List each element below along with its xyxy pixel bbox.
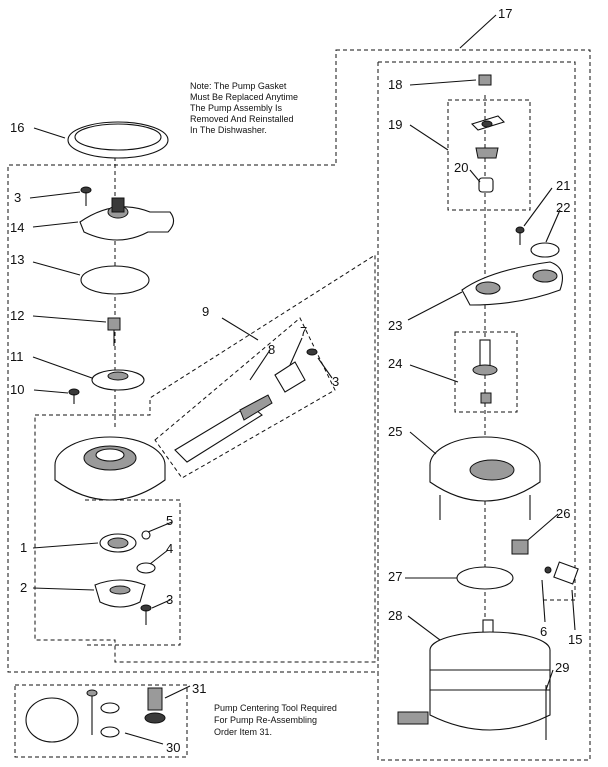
- check-ball-5: [141, 530, 151, 540]
- centering-tool-kit: [25, 687, 166, 743]
- strainer-parts-box: [85, 499, 181, 646]
- pump-gasket-16: [67, 121, 169, 159]
- callout-13: 13: [10, 252, 24, 267]
- drain-housing-2: [94, 579, 146, 608]
- callout-28: 28: [388, 608, 402, 623]
- callout-3-bottom: 3: [166, 592, 173, 607]
- pump-housing: [54, 436, 166, 501]
- callout-18: 18: [388, 77, 402, 92]
- screw-3-top: [80, 186, 92, 206]
- callout-25: 25: [388, 424, 402, 439]
- callout-11: 11: [10, 349, 24, 364]
- callout-14: 14: [10, 220, 24, 235]
- gasket-note: Note: The Pump Gasket Must Be Replaced A…: [190, 81, 298, 135]
- capacitor-15: [544, 561, 579, 585]
- callout-9: 9: [202, 304, 209, 319]
- seal-box: [454, 331, 518, 413]
- motor-subassembly-outline: [377, 61, 576, 672]
- gasket-note-line-1: Note: The Pump Gasket: [190, 81, 287, 91]
- tool-note-line-2: For Pump Re-Assembling: [214, 715, 317, 725]
- callout-12: 12: [10, 308, 24, 323]
- callout-7: 7: [300, 324, 307, 339]
- valve-kit-box: [154, 317, 336, 479]
- check-valve-parts: [174, 348, 318, 463]
- callout-3-top: 3: [14, 190, 21, 205]
- callout-16: 16: [10, 120, 24, 135]
- o-ring-13: [80, 265, 150, 295]
- o-ring-22: [530, 242, 560, 258]
- tool-note: Pump Centering Tool Required For Pump Re…: [214, 703, 337, 737]
- callout-24: 24: [388, 356, 402, 371]
- callout-27: 27: [388, 569, 402, 584]
- callout-15: 15: [568, 632, 582, 647]
- gasket-note-line-3: The Pump Assembly Is: [190, 103, 283, 113]
- pump-subassembly-outline: [34, 254, 376, 663]
- callout-23: 23: [388, 318, 402, 333]
- leader-lines: [29, 14, 576, 745]
- chopper-11: [91, 369, 145, 391]
- seal-ring-4: [136, 562, 156, 574]
- callout-21: 21: [556, 178, 570, 193]
- nut-18: [478, 74, 492, 86]
- tool-kit-box: [14, 684, 188, 758]
- callout-2: 2: [20, 580, 27, 595]
- gasket-note-line-5: In The Dishwasher.: [190, 125, 267, 135]
- motor-28: [397, 619, 551, 731]
- pump-cover-14: [79, 197, 175, 241]
- callout-17: 17: [498, 6, 512, 21]
- shaft-seal-24: [472, 339, 498, 404]
- tool-note-line-3: Order Item 31.: [214, 727, 272, 737]
- connector-26: [511, 539, 529, 555]
- slinger-27: [456, 566, 514, 590]
- callout-3-valve: 3: [332, 374, 339, 389]
- screw-3-bottom: [140, 604, 152, 625]
- callout-31: 31: [192, 681, 206, 696]
- impeller-bolt-12: [107, 317, 121, 346]
- callout-26: 26: [556, 506, 570, 521]
- screw-21: [515, 226, 525, 245]
- gasket-note-line-4: Removed And Reinstalled: [190, 114, 294, 124]
- mounting-plate-23: [461, 261, 563, 306]
- callout-4: 4: [166, 541, 173, 556]
- callout-1: 1: [20, 540, 27, 555]
- motor-mount-25: [429, 436, 541, 520]
- screw-10: [68, 388, 80, 404]
- callout-20: 20: [454, 160, 468, 175]
- sleeve-20: [478, 177, 494, 193]
- tool-note-line-1: Pump Centering Tool Required: [214, 703, 337, 713]
- callout-5: 5: [166, 513, 173, 528]
- callout-29: 29: [555, 660, 569, 675]
- callout-labels: 16 3 14 13 12 11 10 1 2 5 4 3 9 8 7 3 17…: [10, 6, 582, 755]
- callout-8: 8: [268, 342, 275, 357]
- callout-30: 30: [166, 740, 180, 755]
- callout-6: 6: [540, 624, 547, 639]
- impeller-19: [470, 115, 506, 159]
- callout-19: 19: [388, 117, 402, 132]
- impeller-box: [447, 99, 531, 211]
- gasket-note-line-2: Must Be Replaced Anytime: [190, 92, 298, 102]
- callout-10: 10: [10, 382, 24, 397]
- callout-22: 22: [556, 200, 570, 215]
- strainer-1: [99, 533, 137, 553]
